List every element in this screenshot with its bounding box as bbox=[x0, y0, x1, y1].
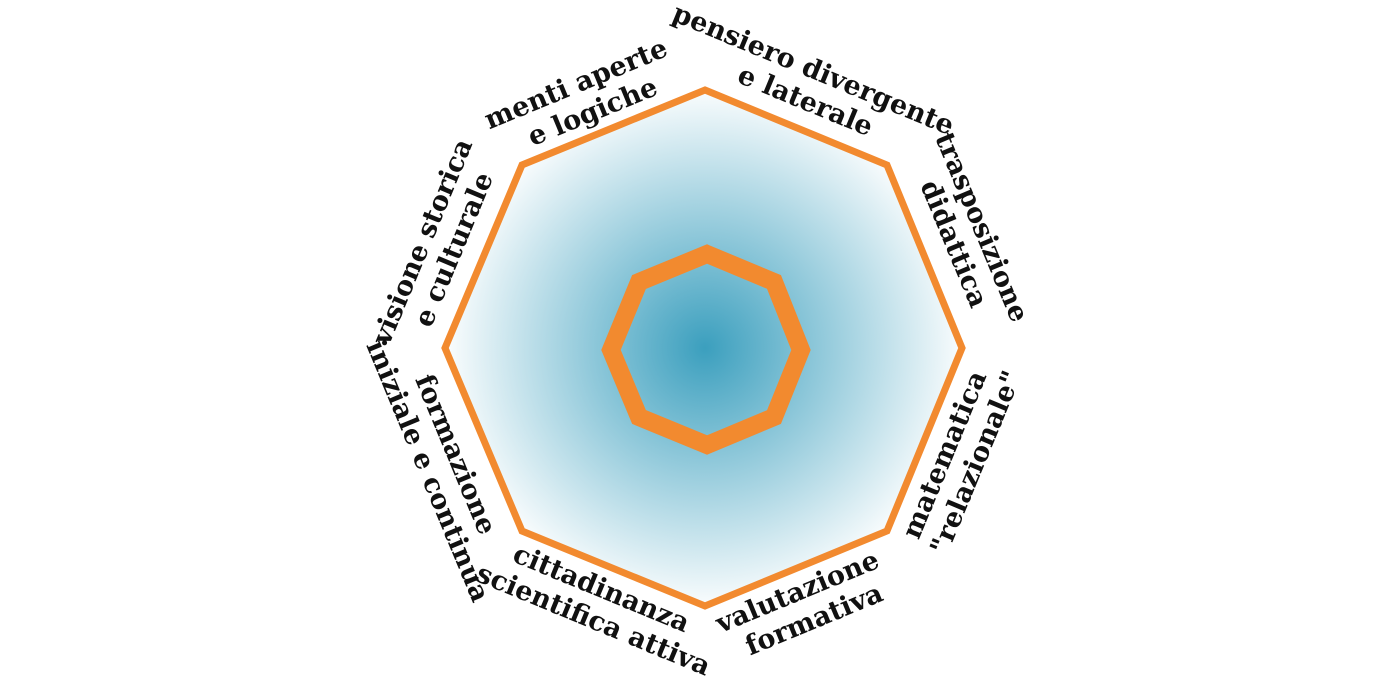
inner-octagon bbox=[601, 244, 811, 455]
outer-octagon bbox=[441, 86, 966, 610]
